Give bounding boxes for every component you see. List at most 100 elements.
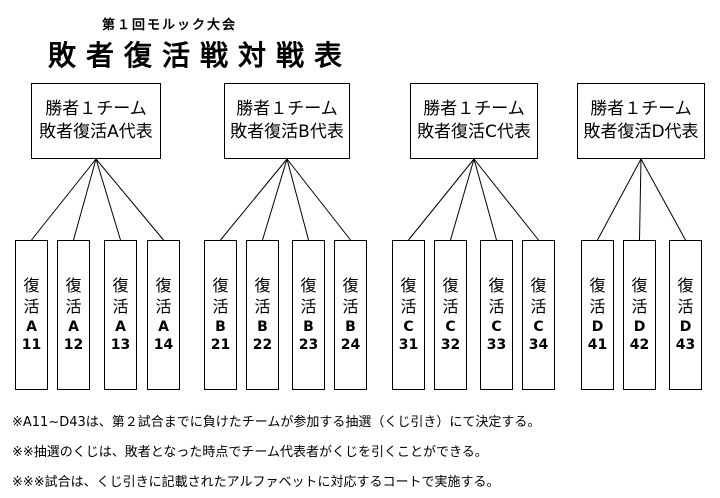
connector-line — [73, 158, 97, 241]
parent-line2: 敗者復活D代表 — [583, 122, 699, 142]
child-char1: 復 — [155, 276, 172, 296]
child-char1: 復 — [488, 276, 505, 296]
child-number: 24 — [340, 336, 361, 353]
child-code: B — [257, 318, 268, 335]
child-char1: 復 — [631, 276, 648, 296]
child-char1: 復 — [254, 276, 271, 296]
child-box-d41: 復 活 D 41 — [581, 240, 614, 390]
child-code: B — [215, 318, 226, 335]
child-box-b22: 復 活 B 22 — [246, 240, 279, 390]
connector-line — [597, 158, 642, 241]
child-box-c31: 復 活 C 31 — [392, 240, 425, 390]
page-title: 敗者復活戦対戦表 — [48, 39, 353, 72]
parent-line2: 敗者復活B代表 — [230, 122, 344, 142]
child-box-a11: 復 活 A 11 — [15, 240, 48, 390]
parent-line1: 勝者１チーム — [236, 99, 338, 120]
child-char2: 活 — [65, 296, 82, 316]
parent-box-b: 勝者１チーム 敗者復活B代表 — [224, 83, 350, 159]
parent-line2: 敗者復活C代表 — [417, 122, 531, 142]
child-char2: 活 — [112, 296, 129, 316]
child-char1: 復 — [530, 276, 547, 296]
child-char2: 活 — [155, 296, 172, 316]
parent-box-a: 勝者１チーム 敗者復活A代表 — [31, 83, 161, 159]
child-char2: 活 — [254, 296, 271, 316]
connector-line — [473, 158, 497, 241]
child-code: D — [591, 318, 604, 335]
child-number: 42 — [629, 336, 650, 353]
child-char1: 復 — [300, 276, 317, 296]
child-char1: 復 — [342, 276, 359, 296]
child-char2: 活 — [530, 296, 547, 316]
connector-line — [31, 158, 97, 241]
parent-box-d: 勝者１チーム 敗者復活D代表 — [577, 83, 705, 159]
child-char2: 活 — [488, 296, 505, 316]
tournament-subtitle: 第１回モルック大会 — [102, 18, 238, 33]
child-number: 33 — [486, 336, 507, 353]
child-code: C — [403, 318, 414, 335]
child-code: A — [68, 318, 79, 335]
child-char2: 活 — [212, 296, 229, 316]
parent-line1: 勝者１チーム — [45, 99, 147, 120]
child-number: 11 — [21, 336, 42, 353]
connector-line — [639, 158, 642, 241]
child-char2: 活 — [677, 296, 694, 316]
child-code: B — [303, 318, 314, 335]
child-char1: 復 — [442, 276, 459, 296]
footnotes: ※A11~D43は、第２試合までに負けたチームが参加する抽選（くじ引き）にて決定… — [12, 408, 540, 498]
child-char2: 活 — [631, 296, 648, 316]
child-char2: 活 — [400, 296, 417, 316]
child-char2: 活 — [589, 296, 606, 316]
child-char1: 復 — [65, 276, 82, 296]
connector-line — [473, 158, 539, 241]
child-code: D — [633, 318, 646, 335]
child-number: 34 — [528, 336, 549, 353]
child-number: 21 — [210, 336, 231, 353]
child-char2: 活 — [342, 296, 359, 316]
child-number: 32 — [440, 336, 461, 353]
child-code: C — [445, 318, 456, 335]
connector-line — [450, 158, 475, 241]
child-box-c34: 復 活 C 34 — [522, 240, 555, 390]
child-box-a14: 復 活 A 14 — [147, 240, 180, 390]
child-char1: 復 — [112, 276, 129, 296]
child-char2: 活 — [442, 296, 459, 316]
footnote-1: ※A11~D43は、第２試合までに負けたチームが参加する抽選（くじ引き）にて決定… — [12, 415, 541, 430]
parent-box-c: 勝者１チーム 敗者復活C代表 — [410, 83, 538, 159]
parent-line2: 敗者復活A代表 — [39, 122, 153, 142]
child-box-a12: 復 活 A 12 — [57, 240, 90, 390]
connector-line — [640, 158, 686, 241]
child-code: A — [115, 318, 126, 335]
child-char1: 復 — [400, 276, 417, 296]
child-code: C — [533, 318, 544, 335]
child-box-c33: 復 活 C 33 — [480, 240, 513, 390]
child-code: A — [26, 318, 37, 335]
child-char1: 復 — [23, 276, 40, 296]
child-char2: 活 — [300, 296, 317, 316]
connector-line — [286, 158, 309, 241]
child-number: 13 — [110, 336, 131, 353]
child-box-d43: 復 活 D 43 — [669, 240, 702, 390]
child-number: 23 — [298, 336, 319, 353]
child-box-a13: 復 活 A 13 — [104, 240, 137, 390]
connector-line — [262, 158, 288, 241]
connector-line — [286, 158, 351, 241]
child-code: B — [345, 318, 356, 335]
child-number: 12 — [63, 336, 84, 353]
child-char1: 復 — [677, 276, 694, 296]
child-code: C — [491, 318, 502, 335]
child-box-d42: 復 活 D 42 — [623, 240, 656, 390]
child-number: 22 — [252, 336, 273, 353]
child-box-b23: 復 活 B 23 — [292, 240, 325, 390]
connector-line — [220, 158, 288, 241]
connector-line — [408, 158, 475, 241]
child-code: A — [158, 318, 169, 335]
child-char1: 復 — [212, 276, 229, 296]
footnote-3: ※※※試合は、くじ引きに記載されたアルファベットに対応するコートで実施する。 — [12, 475, 500, 490]
parent-line1: 勝者１チーム — [423, 99, 525, 120]
connector-line — [95, 158, 121, 241]
footnote-2: ※※抽選のくじは、敗者となった時点でチーム代表者がくじを引くことができる。 — [12, 445, 488, 460]
child-code: D — [679, 318, 692, 335]
child-number: 31 — [398, 336, 419, 353]
child-box-b24: 復 活 B 24 — [334, 240, 367, 390]
